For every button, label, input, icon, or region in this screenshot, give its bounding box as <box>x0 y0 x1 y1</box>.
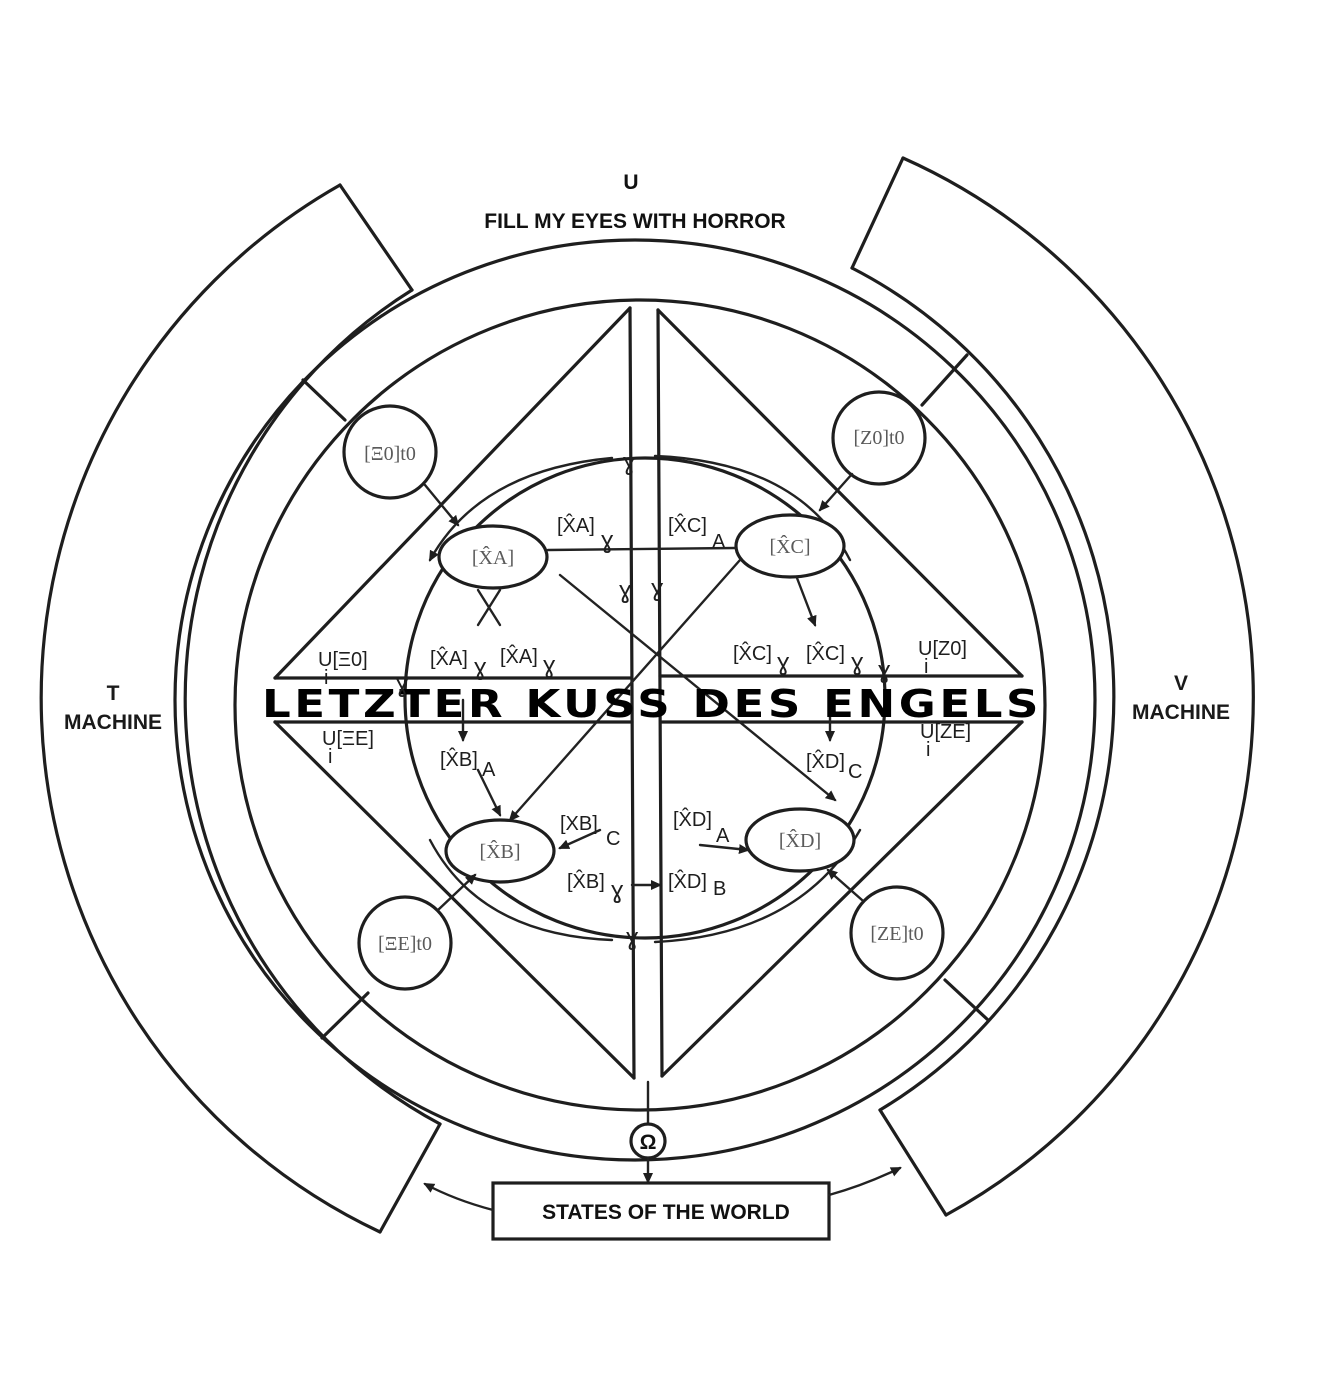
edge-xa-gamma-top: [X̂A] <box>557 514 595 537</box>
edge-xb-gamma: [X̂B] <box>567 870 605 893</box>
gamma-2: ɣ <box>473 653 487 681</box>
diagram-title: FILL MY EYES WITH HORROR <box>484 210 785 233</box>
node-xc <box>734 513 846 579</box>
edge-xd-a-sub: A <box>716 825 730 847</box>
edge-xb-a: [X̂B] <box>440 748 478 771</box>
label-ze: [ZE]t0 <box>870 923 923 945</box>
gamma-1: ɣ <box>600 526 614 554</box>
edge-xb-c-sub: C <box>606 828 620 850</box>
left-triangle <box>273 306 636 1080</box>
outer-ring <box>173 238 1097 1162</box>
label-xd: [X̂D] <box>779 828 821 852</box>
v-machine-word: MACHINE <box>1132 701 1230 724</box>
gamma-12: ɣ <box>877 656 891 684</box>
u-xie-sub: i <box>328 746 332 768</box>
u-ze-sub: i <box>926 739 930 761</box>
edge-xd-a: [X̂D] <box>673 808 712 831</box>
edge-xc-gamma-right1: [X̂C] <box>733 642 772 665</box>
edge-xc-gamma-right2: [X̂C] <box>806 642 845 665</box>
t-machine-frame <box>39 183 442 1234</box>
label-z0: [Z0]t0 <box>853 427 904 449</box>
gamma-6: ɣ <box>610 876 624 904</box>
u-z0: U[Z0] <box>918 638 967 660</box>
label-xie: [ΞE]t0 <box>378 933 432 955</box>
states-label: STATES OF THE WORLD <box>542 1201 790 1224</box>
gamma-4: ɣ <box>776 648 790 676</box>
gamma-5: ɣ <box>850 648 864 676</box>
u-z0-sub: i <box>924 656 928 678</box>
gamma-10: ɣ <box>625 923 639 951</box>
edge-xa-gamma-left2: [X̂A] <box>500 645 538 668</box>
node-xb <box>444 818 556 884</box>
gamma-8: ɣ <box>618 576 632 604</box>
label-xa: [X̂A] <box>472 545 514 569</box>
states-box <box>491 1181 831 1241</box>
label-xb: [X̂B] <box>479 839 520 863</box>
gamma-7: ɣ <box>622 448 636 476</box>
label-xi0: [Ξ0]t0 <box>364 443 416 465</box>
edge-xc-a: [X̂C] <box>668 514 707 537</box>
u-xie: U[ΞE] <box>322 728 374 750</box>
right-triangle <box>656 308 1024 1078</box>
edge-xb-c: [XB] <box>560 813 598 835</box>
v-machine-letter: V <box>1174 672 1188 695</box>
u-ze: U[ZE] <box>920 721 971 743</box>
v-machine-frame <box>850 156 1255 1217</box>
node-xd <box>744 807 856 873</box>
edge-xd-c: [X̂D] <box>806 750 845 773</box>
node-xi0 <box>342 404 438 500</box>
middle-ring <box>233 298 1047 1112</box>
gamma-9: ɣ <box>650 574 664 602</box>
node-xie <box>357 895 453 991</box>
gamma-3: ɣ <box>542 651 556 679</box>
omega-symbol: Ω <box>640 1131 657 1154</box>
inner-ring <box>403 456 887 940</box>
u-xi0: U[Ξ0] <box>318 649 368 671</box>
u-label: U <box>623 171 638 194</box>
node-ze <box>849 885 945 981</box>
edge-xd-b: [X̂D] <box>668 870 707 893</box>
edge-xd-b-sub: B <box>713 878 726 900</box>
edge-xa-gamma-left1: [X̂A] <box>430 647 468 670</box>
u-xi0-sub: i <box>324 667 328 689</box>
t-machine-letter: T <box>107 682 120 705</box>
edge-xd-c-sub: C <box>848 761 862 783</box>
banner-text: LETZTER KUSS DES ENGELS <box>262 682 1042 726</box>
edge-xc-a-sub: A <box>712 531 726 553</box>
label-xc: [X̂C] <box>769 534 810 558</box>
node-xa <box>437 524 549 590</box>
node-z0 <box>831 390 927 486</box>
t-machine-word: MACHINE <box>64 711 162 734</box>
edge-xb-a-sub: A <box>482 759 496 781</box>
gamma-11: ɣ <box>395 670 409 698</box>
